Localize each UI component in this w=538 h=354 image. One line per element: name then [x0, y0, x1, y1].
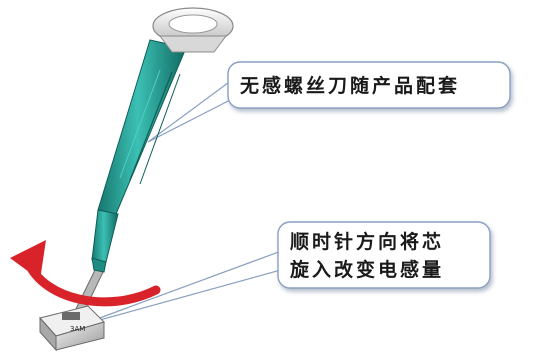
rotation-arrow — [10, 240, 161, 307]
callout-box-2 — [277, 221, 491, 289]
screwdriver-neck — [91, 209, 119, 263]
inductor-component: 3AM — [39, 305, 105, 352]
screwdriver — [71, 7, 234, 321]
callout-pointer-2 — [77, 249, 289, 327]
callout-box-1 — [227, 61, 511, 109]
callout-text-2: 顺时针方向将芯 旋入改变电感量 — [290, 228, 444, 284]
arrow-head — [10, 240, 46, 280]
callout-line: 顺时针方向将芯 — [290, 231, 445, 253]
callout-line: 旋入改变电感量 — [290, 259, 445, 281]
callout-line: 无感螺丝刀随产品配套 — [240, 75, 461, 97]
component-label: 3AM — [70, 325, 85, 333]
callout-text-1: 无感螺丝刀随产品配套 — [240, 72, 460, 100]
